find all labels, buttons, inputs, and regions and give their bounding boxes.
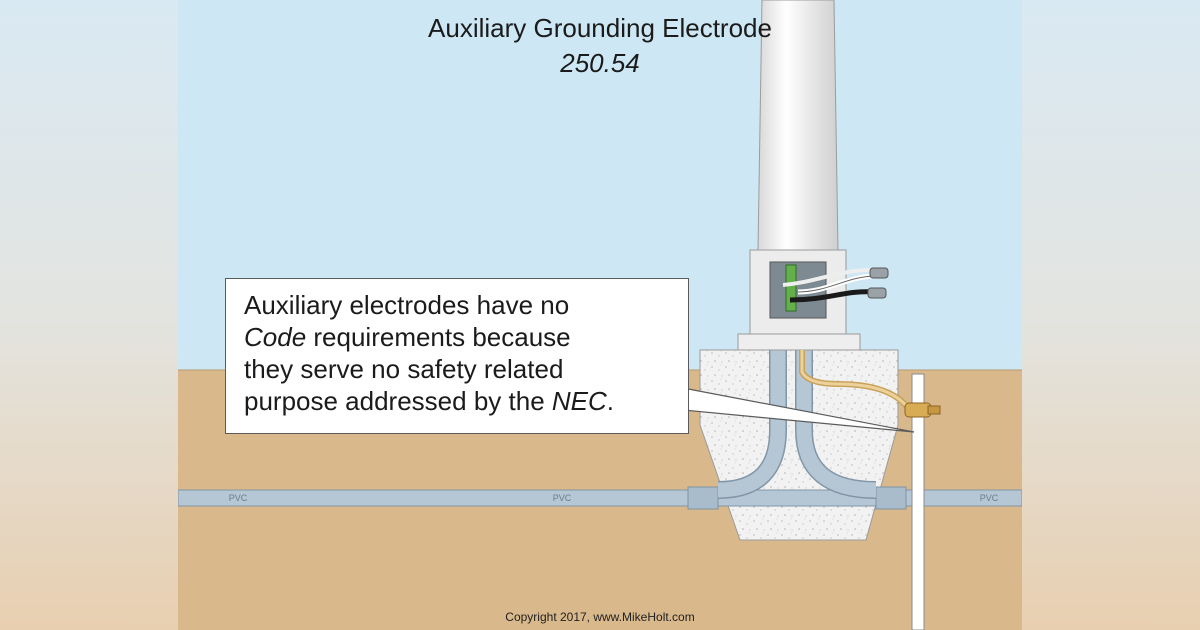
callout-code-italic: Code [244,322,307,352]
copyright-notice: Copyright 2017, www.MikeHolt.com [505,610,695,624]
right-margin [1022,0,1200,630]
callout-box: Auxiliary electrodes have no Code requir… [225,278,689,434]
light-pole-icon [757,0,839,251]
pvc-label-1: PVC [229,493,248,503]
wires-icon [782,267,889,303]
pvc-label-3: PVC [980,493,999,503]
callout-line-2-rest: requirements because [306,322,571,352]
pvc-label-2: PVC [553,493,572,503]
ground-clamp-icon [904,402,941,418]
callout-line-3: they serve no safety related [244,354,564,384]
callout-nec-italic: NEC [551,386,607,416]
pvc-conduit-icon [178,486,1022,510]
left-margin [0,0,178,630]
callout-line-4-pre: purpose addressed by the [244,386,552,416]
callout-line-2: Code requirements because [244,321,670,353]
code-section: 250.54 [560,48,640,78]
callout-line-1: Auxiliary electrodes have no [244,290,570,320]
diagram-title: Auxiliary Grounding Electrode [428,13,772,43]
callout-line-4: purpose addressed by the NEC. [244,385,670,417]
ground-rod-icon [911,373,925,630]
callout-line-4-post: . [606,386,615,416]
pole-base-plate [737,333,861,351]
diagram-panel: PVC PVC PVC Auxiliary Grounding Electrod… [178,0,1022,630]
